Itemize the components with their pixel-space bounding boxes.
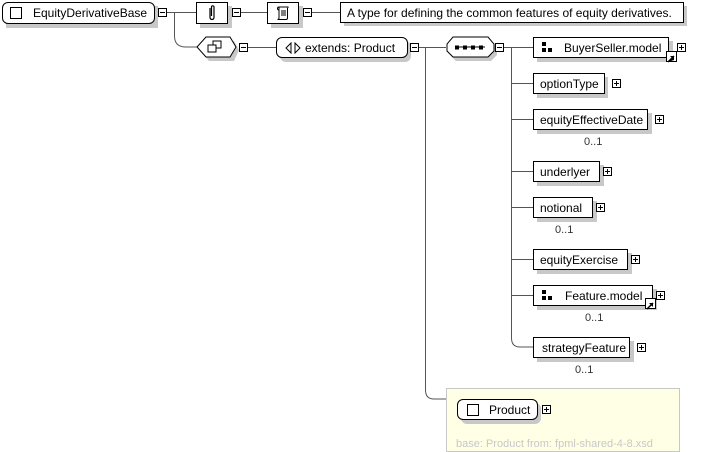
annotation-node[interactable] (196, 2, 228, 24)
child-name: notional (540, 200, 583, 215)
base-type-name: Product (489, 402, 531, 417)
element-optiontype[interactable]: optionType (533, 73, 605, 94)
sequence-node[interactable] (446, 36, 498, 62)
reference-arrow-icon (666, 51, 677, 63)
extension-arrows-icon (285, 41, 301, 54)
expand-equityeffectivedate-button[interactable] (655, 115, 664, 124)
collapse-extension-button[interactable] (410, 43, 419, 52)
expand-feature-model-button[interactable] (656, 291, 665, 300)
expand-optiontype-button[interactable] (612, 79, 621, 88)
base-type-panel: Product base: Product from: fpml-shared-… (446, 388, 680, 452)
element-equityeffectivedate[interactable]: equityEffectiveDate (533, 109, 648, 130)
paperclip-icon (209, 5, 215, 21)
expand-buyerseller-model-button[interactable] (677, 43, 686, 52)
expand-equityexercise-button[interactable] (631, 255, 640, 264)
occurrence-label: 0..1 (575, 364, 594, 376)
expand-notional-button[interactable] (596, 203, 605, 212)
expand-product-button[interactable] (542, 405, 551, 414)
collapse-annotation-button[interactable] (232, 8, 241, 17)
model-group-icon (542, 289, 554, 302)
base-type-node[interactable]: Product (457, 399, 538, 420)
child-name: strategyFeature (542, 340, 627, 355)
child-name: equityExercise (540, 252, 619, 267)
element-notional[interactable]: notional (533, 197, 593, 218)
group-ref-buyerseller-model[interactable]: BuyerSeller.model (533, 37, 669, 58)
occurrence-label: 0..1 (555, 224, 574, 236)
complex-content-icon (207, 40, 222, 53)
expand-underlyer-button[interactable] (603, 167, 612, 176)
root-type-name: EquityDerivativeBase (33, 6, 148, 20)
sequence-icon (455, 45, 485, 50)
element-strategyfeature[interactable]: strategyFeature (533, 337, 630, 358)
element-underlyer[interactable]: underlyer (533, 161, 600, 182)
scroll-document-icon (276, 6, 289, 20)
extension-label: extends: Product (305, 40, 396, 55)
element-equityexercise[interactable]: equityExercise (533, 249, 628, 270)
child-name: equityEffectiveDate (540, 112, 644, 127)
extension-node[interactable]: extends: Product (276, 37, 408, 58)
collapse-sequence-button[interactable] (495, 43, 504, 52)
complex-content-node[interactable] (196, 36, 240, 62)
collapse-complex-content-button[interactable] (239, 43, 248, 52)
documentation-node[interactable] (267, 2, 299, 24)
documentation-text: A type for defining the common features … (340, 2, 684, 23)
model-group-icon (542, 41, 554, 54)
root-type-node[interactable]: EquityDerivativeBase (2, 2, 155, 24)
child-name: BuyerSeller.model (564, 40, 662, 55)
occurrence-label: 0..1 (584, 136, 603, 148)
child-name: underlyer (540, 164, 591, 179)
expand-strategyfeature-button[interactable] (637, 343, 646, 352)
reference-arrow-icon (645, 298, 656, 310)
complex-type-icon (10, 7, 22, 19)
child-name: optionType (540, 76, 599, 91)
base-type-note: base: Product from: fpml-shared-4-8.xsd (456, 438, 653, 450)
collapse-root-button[interactable] (158, 8, 167, 17)
group-ref-feature-model[interactable]: Feature.model (533, 285, 653, 306)
complex-type-icon (467, 403, 479, 416)
collapse-documentation-button[interactable] (303, 8, 312, 17)
child-name: Feature.model (565, 288, 643, 303)
occurrence-label: 0..1 (585, 312, 604, 324)
